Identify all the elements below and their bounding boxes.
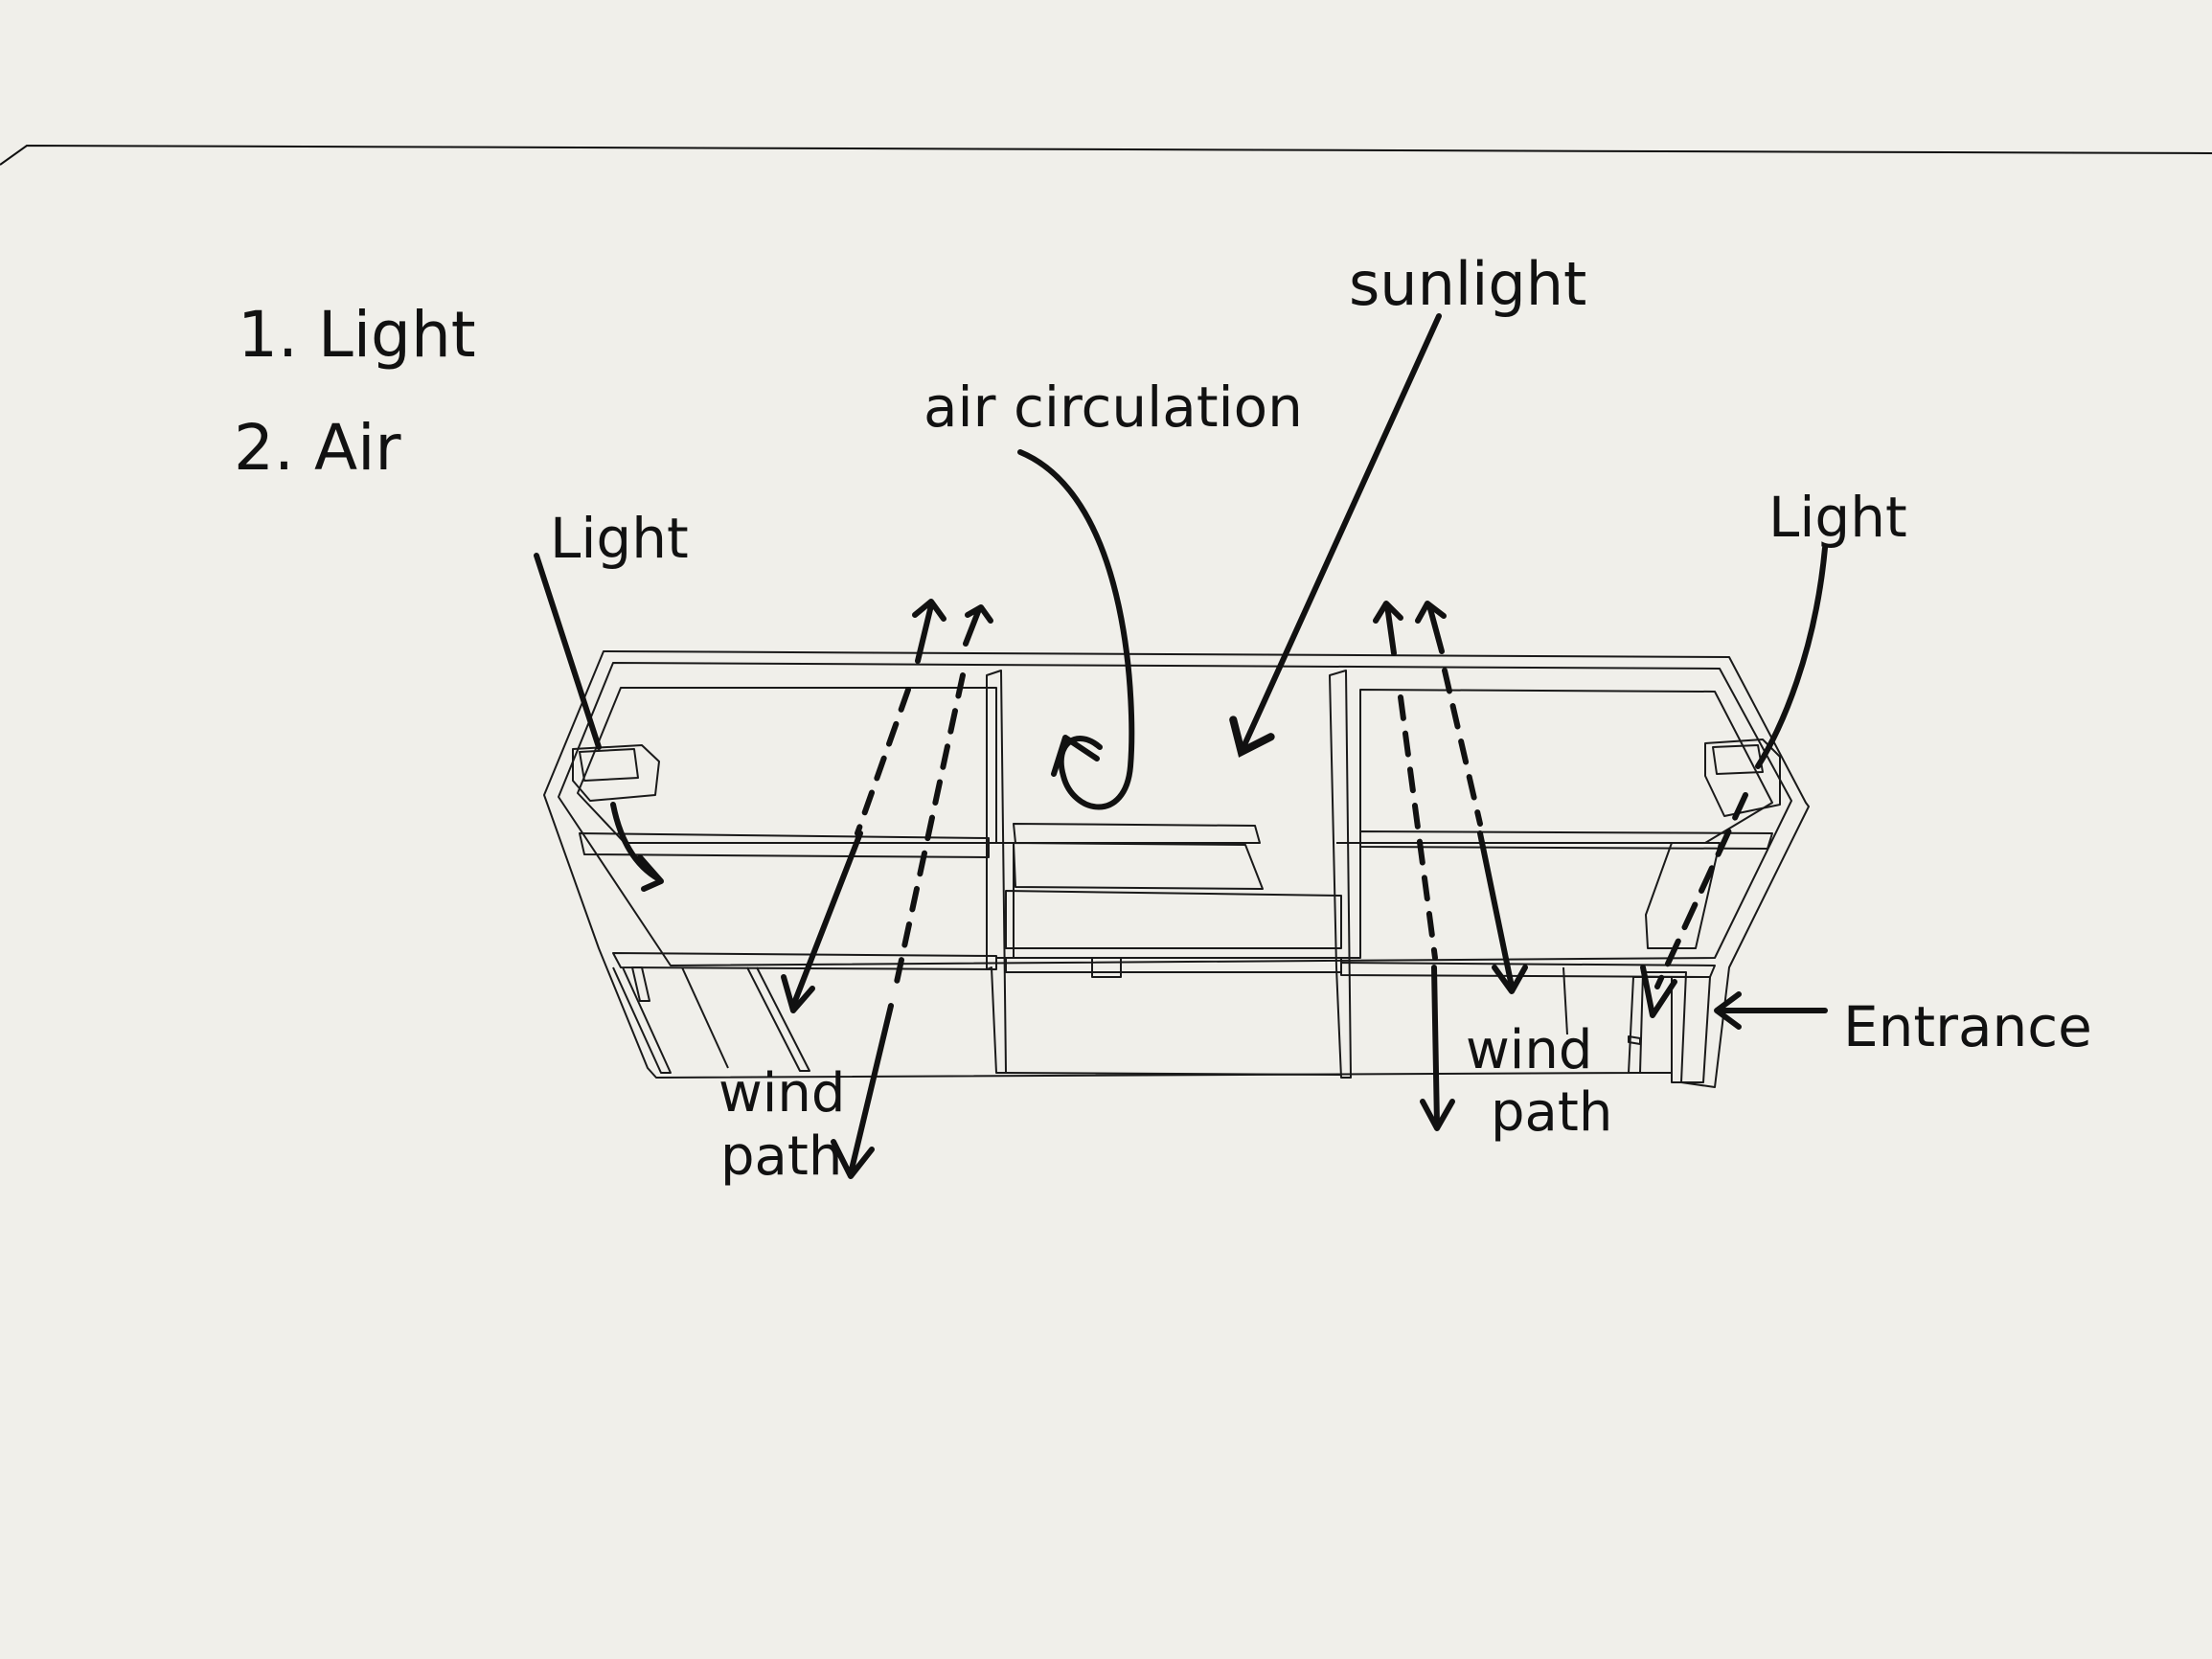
left-column-2: [746, 966, 810, 1072]
right-door: [1671, 976, 1711, 1083]
right-column: [1562, 966, 1568, 1035]
label-entrance: Entrance: [1843, 994, 2092, 1059]
wind-left-dashed-2: [893, 672, 966, 989]
light-right-arrow: [1755, 545, 1828, 769]
wind-right-arrow-1-head: [1492, 965, 1528, 994]
list-item-light: 1. Light: [238, 298, 476, 372]
wind-right-arrow-1: [1477, 830, 1515, 989]
right-light-box-top: [1712, 744, 1764, 775]
center-base-line: [1005, 1072, 1342, 1076]
wind-right-up-1-head: [1373, 601, 1403, 624]
center-roof-slab: [1013, 842, 1264, 890]
left-small-window: [631, 966, 650, 1002]
left-light-box-top: [579, 748, 639, 782]
wind-right-up-1: [1384, 602, 1397, 656]
wind-left-solid-up-2: [963, 606, 982, 647]
page-edge-line: [0, 144, 2212, 166]
roof-outline: [543, 650, 1810, 1088]
label-wind-path-left-2: path: [720, 1125, 842, 1188]
wind-left-solid-up-head: [912, 599, 946, 622]
light-left-arrow: [534, 553, 602, 750]
left-upper-slab: [579, 832, 990, 858]
label-light-left: Light: [550, 506, 689, 571]
center-middle-beam: [1005, 890, 1342, 949]
wind-left-down-arrow-head: [781, 974, 815, 1013]
light-right-dashed: [1654, 792, 1748, 989]
wind-left-long-arrow: [848, 1003, 894, 1176]
left-divider-wall: [986, 670, 1007, 1074]
building-model: [543, 650, 1810, 1088]
left-lower-slab: [612, 952, 997, 970]
wind-left-solid-up-2-head: [965, 604, 993, 624]
light-left-down-arrowhead: [637, 854, 664, 892]
label-sunlight: sunlight: [1349, 249, 1586, 319]
label-light-right: Light: [1768, 485, 1907, 550]
left-column-1: [681, 966, 729, 1069]
roof-inset-right: [1359, 689, 1773, 844]
label-air-circulation: air circulation: [924, 375, 1303, 440]
right-divider-wall: [1329, 670, 1352, 1079]
wind-right-dashed-1: [1398, 694, 1438, 961]
right-lower-slab: [1340, 962, 1716, 978]
air-circulation-arrowhead: [1051, 735, 1100, 777]
center-upper-beam: [1013, 823, 1261, 844]
entrance-arrowhead: [1714, 991, 1742, 1030]
wind-right-up-2-head: [1415, 601, 1447, 624]
center-small-block: [1091, 957, 1122, 978]
label-wind-path-right-2: path: [1491, 1081, 1612, 1144]
label-wind-path-left-1: wind: [718, 1062, 845, 1125]
label-wind-path-right-1: wind: [1466, 1019, 1592, 1081]
wind-left-solid-up: [915, 602, 934, 664]
sunlight-arrow: [1229, 313, 1442, 758]
right-light-box: [1704, 739, 1781, 817]
light-right-arrowhead: [1640, 965, 1677, 1018]
wind-left-down-arrow: [790, 830, 863, 1009]
right-upper-slab: [1359, 830, 1773, 850]
left-front-wall: [612, 966, 672, 1074]
right-divider-frame: [1336, 842, 1361, 959]
wind-left-long-arrow-head: [831, 1139, 875, 1179]
roof-inset: [577, 687, 997, 844]
left-light-box: [572, 744, 660, 802]
wind-left-dashed-1: [855, 687, 911, 836]
right-door-handle: [1628, 1035, 1641, 1045]
wind-right-up-2: [1426, 602, 1445, 654]
right-slanted-panel: [1645, 842, 1721, 949]
air-circulation-arrow: [1017, 449, 1135, 810]
roof-inner-outline: [558, 662, 1792, 966]
wind-right-dashed-2: [1442, 668, 1483, 827]
wind-right-arrow-2-head: [1420, 1099, 1455, 1131]
wind-right-arrow-2: [1431, 965, 1440, 1128]
list-item-air: 2. Air: [234, 411, 401, 485]
